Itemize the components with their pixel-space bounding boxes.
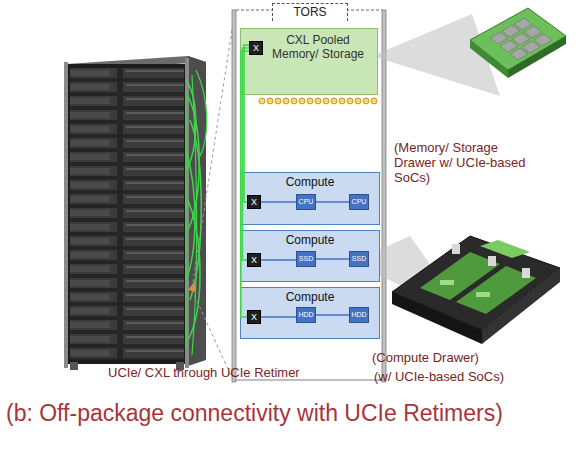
node-text: HDD bbox=[297, 308, 315, 322]
compute-drawer bbox=[392, 236, 560, 344]
node-text: SSD bbox=[350, 252, 368, 266]
node-text: Compute bbox=[241, 290, 379, 304]
port-circles bbox=[259, 98, 377, 104]
node-text: SSD bbox=[297, 252, 315, 266]
node-text: CPU bbox=[297, 195, 315, 209]
callout-label: (Memory/ Storage Drawer w/ UCIe-based So… bbox=[394, 140, 536, 185]
pointer-line bbox=[192, 290, 232, 378]
node-text: HDD bbox=[350, 308, 368, 322]
device-box: HDD bbox=[296, 307, 316, 323]
node-text: CPU bbox=[350, 195, 368, 209]
retimer-box: X bbox=[247, 195, 261, 209]
pointer-line bbox=[192, 30, 232, 288]
rack-frame bbox=[232, 10, 386, 382]
device-box: CPU bbox=[296, 194, 316, 210]
label-text: UCIe/ CXL through UCIe Retimer bbox=[108, 365, 368, 380]
node-text: Compute bbox=[241, 233, 379, 247]
device-box: HDD bbox=[349, 307, 369, 323]
node-text: X bbox=[248, 196, 260, 208]
pooled-memory-box: CXL Pooled Memory/ StorageX bbox=[240, 28, 378, 95]
callout-label: (w/ UCIe-based SoCs) bbox=[374, 369, 554, 384]
compute-box: ComputeX CPU CPU bbox=[240, 172, 380, 225]
node-text: TORS bbox=[273, 4, 347, 20]
memory-drawer bbox=[470, 8, 566, 78]
tors-box: TORS bbox=[272, 3, 348, 21]
retimer-box: X bbox=[247, 310, 261, 324]
node-text: X bbox=[248, 254, 260, 266]
node-text: X bbox=[250, 42, 262, 54]
node-text: Compute bbox=[241, 175, 379, 189]
figure-caption: (b: Off-package connectivity with UCIe R… bbox=[6, 400, 503, 427]
server-rack bbox=[64, 56, 207, 370]
retimer-box: X bbox=[249, 41, 263, 55]
node-text: X bbox=[248, 311, 260, 323]
retimer-box: X bbox=[247, 253, 261, 267]
node-text: CXL Pooled Memory/ Storage bbox=[263, 33, 373, 61]
compute-box: ComputeX HDD HDD bbox=[240, 287, 380, 339]
compute-box: ComputeX SSD SSD bbox=[240, 230, 380, 282]
device-box: SSD bbox=[296, 251, 316, 267]
callout-label: (Compute Drawer) bbox=[372, 350, 552, 365]
device-box: CPU bbox=[349, 194, 369, 210]
device-box: SSD bbox=[349, 251, 369, 267]
